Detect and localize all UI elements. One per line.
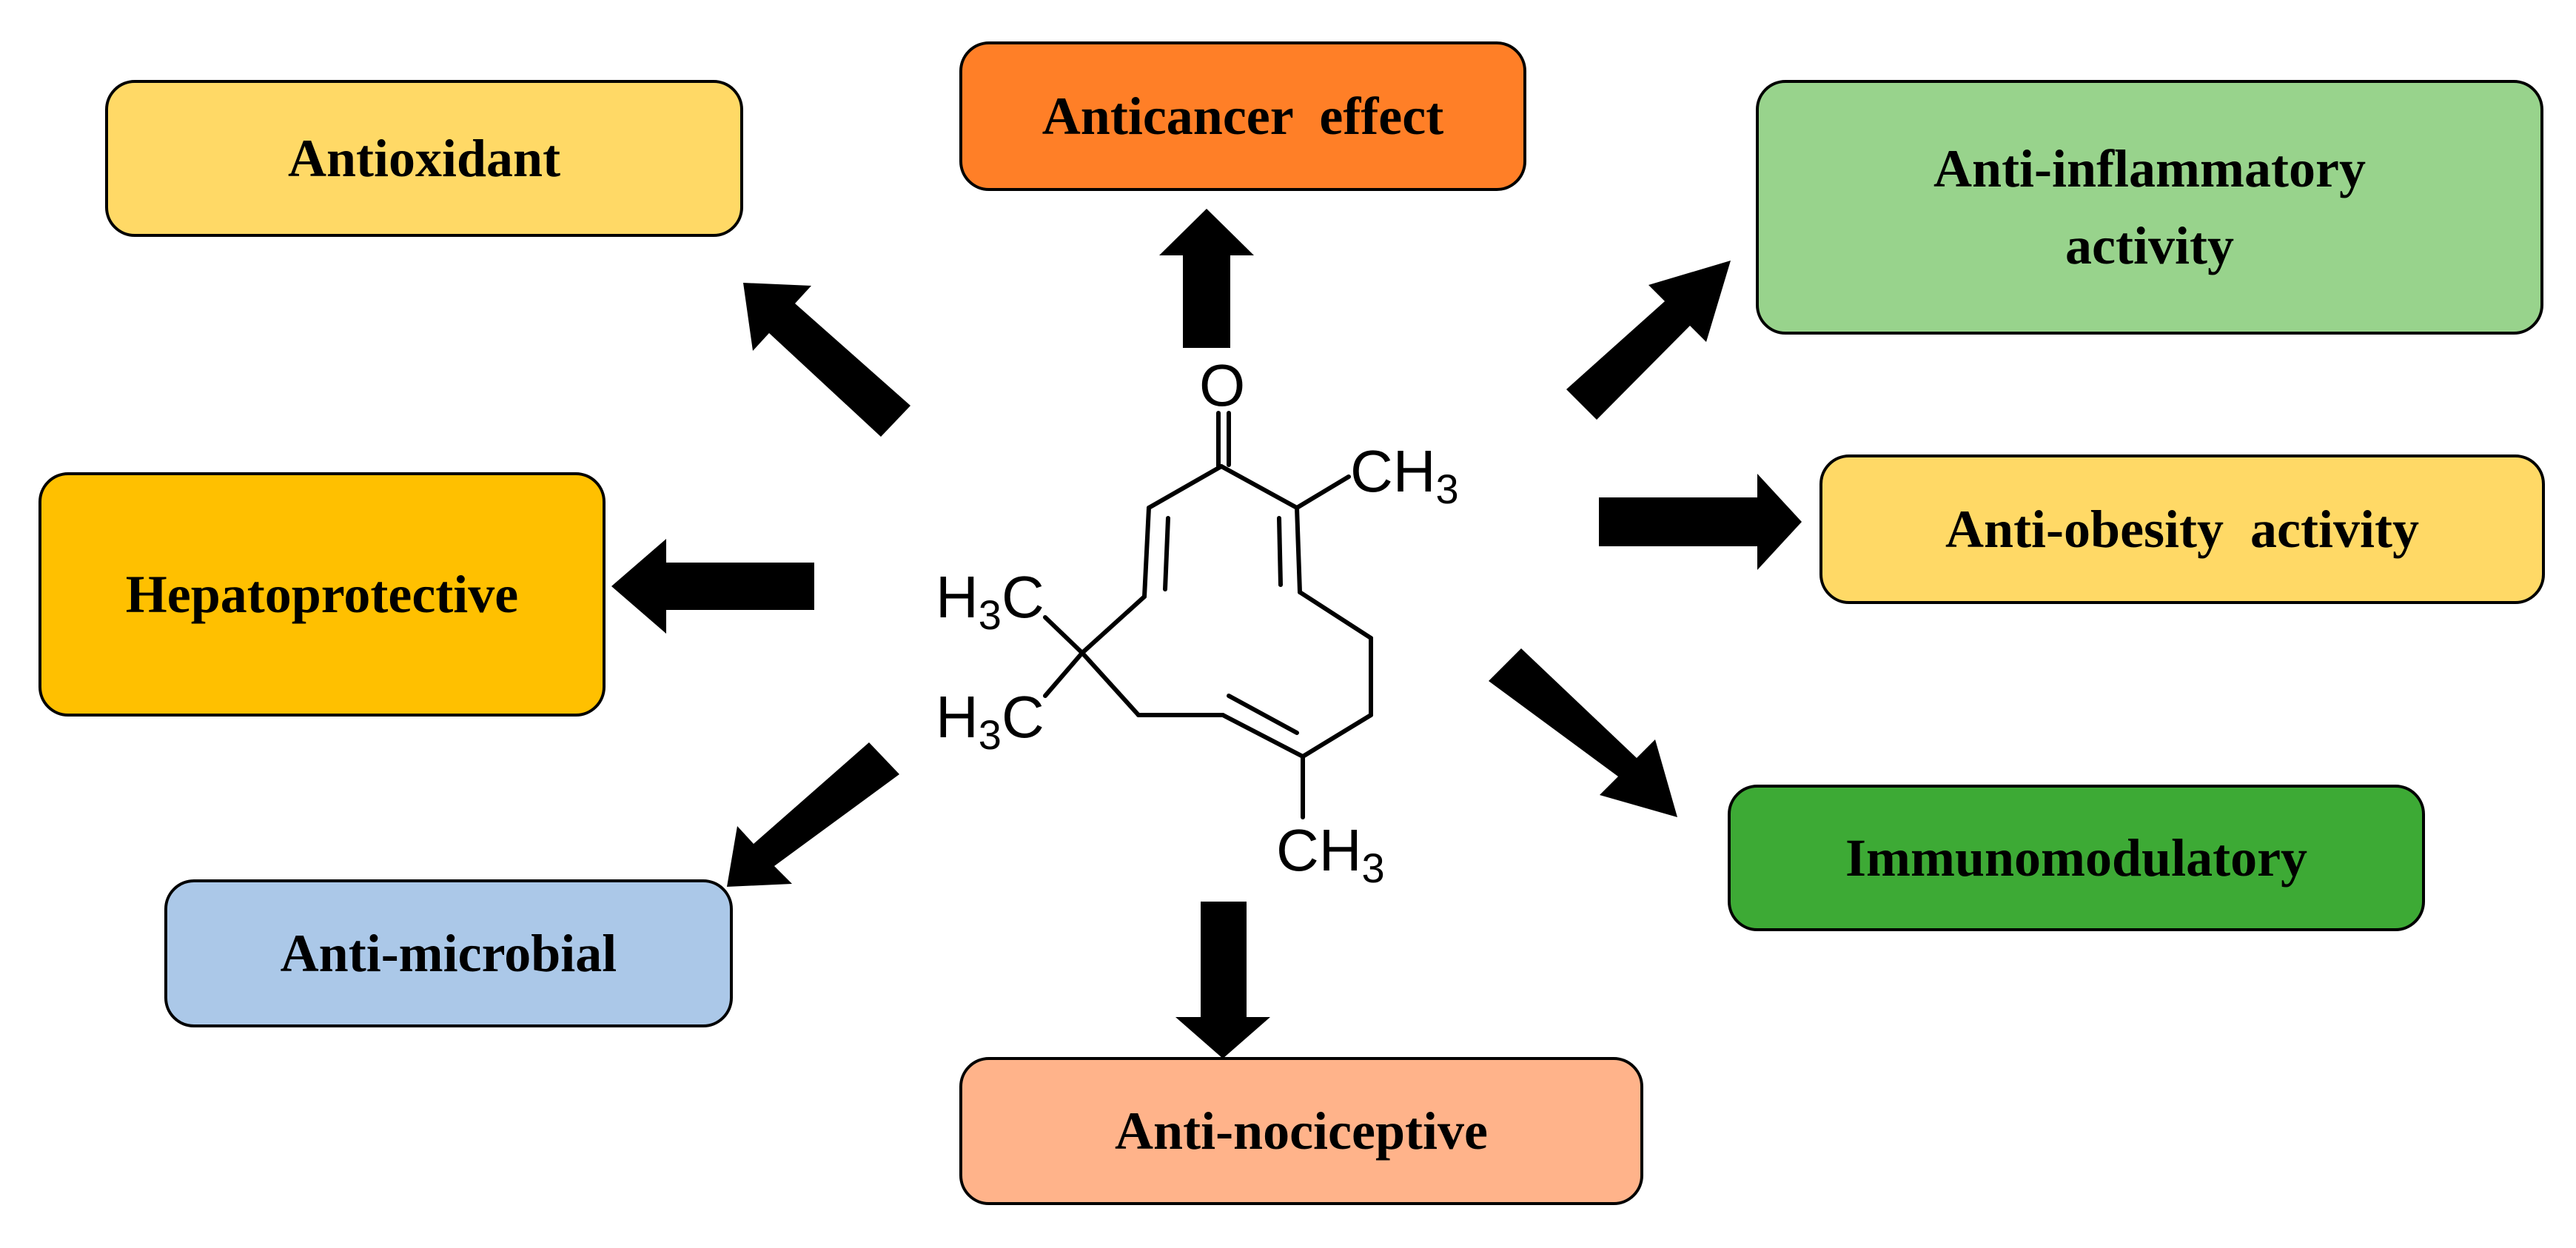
arrow-to-antioxidant (743, 283, 910, 437)
arrow-to-anti-nociceptive (1175, 902, 1270, 1059)
dimethyl-label-upper: H3C (936, 564, 1044, 638)
molecule-bonds (1043, 411, 1373, 819)
arrow-to-anticancer (1159, 209, 1254, 348)
arrow-to-hepatoprotective (611, 539, 814, 634)
anti-nociceptive-box: Anti-nociceptive (959, 1057, 1643, 1205)
oxygen-atom-label: O (1199, 352, 1245, 418)
anti-microbial-label: Anti-microbial (280, 923, 617, 983)
anti-obesity-label: Anti-obesity activity (1945, 499, 2419, 559)
dimethyl-label-lower: H3C (936, 684, 1044, 758)
anti-nociceptive-label: Anti-nociceptive (1115, 1101, 1488, 1161)
anti-microbial-box: Anti-microbial (164, 879, 733, 1027)
methyl-label-top: CH3 (1350, 438, 1459, 512)
anti-inflammatory-label-line1: Anti-inflammatory (1933, 138, 2366, 198)
anti-inflammatory-text: Anti-inflammatory activity (1933, 130, 2366, 285)
arrow-to-anti-obesity (1599, 474, 1802, 570)
methyl-label-bottom: CH3 (1276, 817, 1385, 891)
anticancer-box: Anticancer effect (959, 41, 1526, 191)
arrow-to-immunomodulatory (1489, 648, 1677, 817)
hepatoprotective-label: Hepatoprotective (125, 564, 519, 624)
arrow-to-anti-inflammatory (1566, 261, 1731, 420)
hepatoprotective-box: Hepatoprotective (38, 472, 606, 717)
antioxidant-label: Antioxidant (287, 128, 561, 188)
immunomodulatory-label: Immunomodulatory (1845, 828, 2308, 888)
anti-inflammatory-label-line2: activity (2065, 216, 2234, 275)
anticancer-label: Anticancer effect (1042, 86, 1444, 146)
antioxidant-box: Antioxidant (105, 80, 743, 237)
anti-obesity-box: Anti-obesity activity (1819, 454, 2545, 604)
arrow-to-anti-microbial (727, 742, 899, 887)
anti-inflammatory-box: Anti-inflammatory activity (1756, 80, 2543, 335)
immunomodulatory-box: Immunomodulatory (1728, 785, 2425, 931)
